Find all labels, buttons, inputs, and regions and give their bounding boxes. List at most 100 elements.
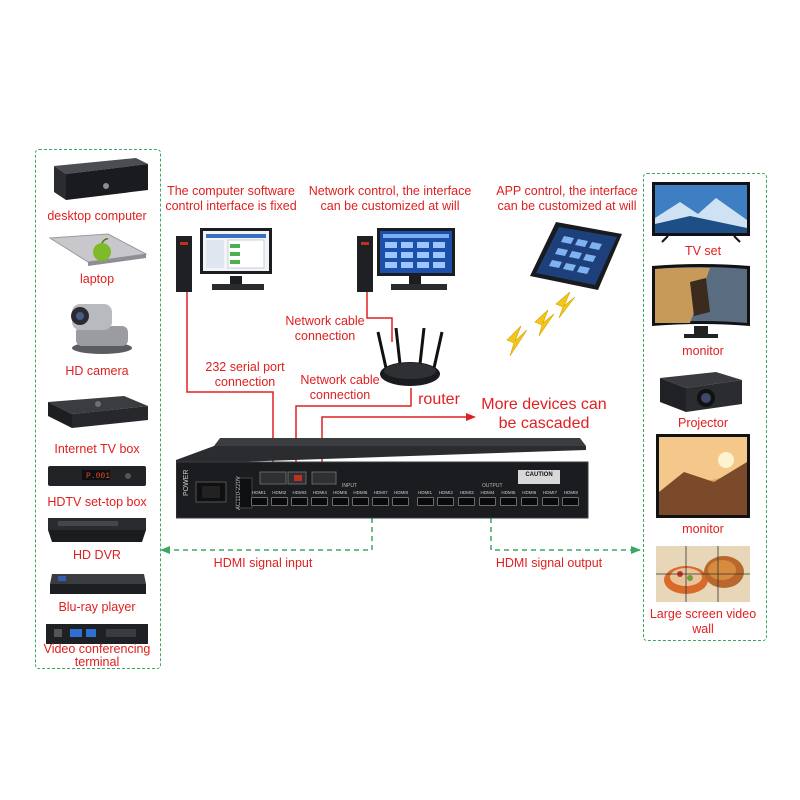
serial-cable-line bbox=[186, 292, 274, 470]
internet-tv-box-icon bbox=[48, 396, 148, 428]
wireless-bolt-1 bbox=[506, 325, 528, 357]
output-port-label: HDMI1 bbox=[417, 490, 432, 495]
input-port-label: HDMI2 bbox=[272, 490, 287, 495]
input-port-label: HDMI3 bbox=[292, 490, 307, 495]
desktop-computer-icon bbox=[54, 158, 148, 200]
input-port-6: HDMI6 bbox=[351, 490, 369, 510]
output-port-label: HDMI4 bbox=[480, 490, 495, 495]
cascade-label: More devices can be cascaded bbox=[481, 396, 607, 432]
source-label-set-top-box: HDTV set-top box bbox=[47, 495, 147, 509]
hdmi-socket-icon bbox=[311, 497, 329, 506]
software-control-label: The computer software control interface … bbox=[165, 184, 297, 213]
output-port-3: HDMI3 bbox=[458, 490, 476, 510]
app-control-label: APP control, the interface can be custom… bbox=[496, 184, 638, 213]
hdmi-socket-icon bbox=[372, 497, 390, 506]
display-label-monitor-1: monitor bbox=[682, 344, 724, 358]
display-devices-panel bbox=[643, 173, 767, 641]
router-icon bbox=[376, 328, 444, 386]
hdmi-socket-icon bbox=[437, 497, 455, 506]
hdmi-socket-icon bbox=[392, 497, 410, 506]
display-label-tv: TV set bbox=[684, 244, 722, 258]
hdmi-socket-icon bbox=[562, 497, 580, 506]
input-port-5: HDMI5 bbox=[331, 490, 349, 510]
output-port-label: HDMI2 bbox=[438, 490, 453, 495]
display-label-projector: Projector bbox=[677, 416, 729, 430]
hdmi-socket-icon bbox=[270, 497, 288, 506]
matrix-caution-label: CAUTION bbox=[525, 472, 553, 478]
output-port-2: HDMI2 bbox=[437, 490, 455, 510]
input-port-7: HDMI7 bbox=[372, 490, 390, 510]
hdmi-socket-icon bbox=[479, 497, 497, 506]
hdmi-socket-icon bbox=[250, 497, 268, 506]
hd-dvr-icon bbox=[48, 518, 146, 542]
matrix-output-ports: HDMI1 HDMI2 HDMI3 HDMI4 HDMI5 HDMI6 HDMI7 HDMI8 bbox=[416, 490, 580, 510]
wireless-bolt-2 bbox=[534, 309, 555, 337]
hdmi-socket-icon bbox=[331, 497, 349, 506]
hdmi-input-arrow bbox=[160, 546, 170, 554]
input-port-label: HDMI7 bbox=[373, 490, 388, 495]
hdmi-input-label: HDMI signal input bbox=[213, 556, 313, 570]
router-label: router bbox=[418, 391, 460, 408]
control-pc-2-icon bbox=[357, 228, 455, 292]
source-label-desktop: desktop computer bbox=[47, 209, 147, 223]
cascade-arrow bbox=[466, 413, 476, 421]
input-port-label: HDMI1 bbox=[251, 490, 266, 495]
input-port-label: HDMI5 bbox=[333, 490, 348, 495]
output-port-6: HDMI6 bbox=[520, 490, 538, 510]
input-port-8: HDMI8 bbox=[392, 490, 410, 510]
projector-icon bbox=[660, 372, 742, 412]
video-conferencing-terminal-icon bbox=[46, 624, 148, 644]
hdtv-set-top-box-icon: P.001 bbox=[48, 466, 146, 486]
hdmi-socket-icon bbox=[520, 497, 538, 506]
curved-monitor-icon bbox=[652, 264, 750, 338]
matrix-power-label: POWER bbox=[183, 469, 190, 496]
output-port-label: HDMI8 bbox=[563, 490, 578, 495]
serial-port-label: 232 serial port connection bbox=[205, 360, 285, 389]
blu-ray-player-icon bbox=[50, 574, 146, 594]
hdmi-output-line bbox=[490, 500, 640, 551]
input-port-label: HDMI6 bbox=[353, 490, 368, 495]
laptop-icon bbox=[48, 233, 148, 266]
hdmi-socket-icon bbox=[416, 497, 434, 506]
hdmi-socket-icon bbox=[499, 497, 517, 506]
hdmi-socket-icon bbox=[458, 497, 476, 506]
output-port-label: HDMI7 bbox=[543, 490, 558, 495]
output-port-label: HDMI3 bbox=[459, 490, 474, 495]
output-port-4: HDMI4 bbox=[479, 490, 497, 510]
source-devices-panel bbox=[35, 149, 161, 669]
network-cable-label-1: Network cable connection bbox=[285, 314, 365, 343]
hdmi-socket-icon bbox=[291, 497, 309, 506]
output-port-label: HDMI5 bbox=[501, 490, 516, 495]
hdmi-socket-icon bbox=[541, 497, 559, 506]
hdmi-output-label: HDMI signal output bbox=[495, 556, 603, 570]
svg-text:P.001: P.001 bbox=[86, 472, 110, 481]
control-tablet-icon bbox=[530, 222, 622, 290]
source-label-dvr: HD DVR bbox=[73, 548, 121, 562]
matrix-input-ports: HDMI1 HDMI2 HDMI3 HDMI4 HDMI5 HDMI6 HDMI7 HDMI8 bbox=[250, 490, 410, 510]
control-pc-1-icon bbox=[176, 228, 272, 292]
output-port-5: HDMI5 bbox=[499, 490, 517, 510]
output-port-8: HDMI8 bbox=[562, 490, 580, 510]
source-label-camera: HD camera bbox=[65, 364, 129, 378]
network-cable-label-2: Network cable connection bbox=[300, 373, 380, 402]
input-port-2: HDMI2 bbox=[270, 490, 288, 510]
pc-network-cable-line bbox=[366, 290, 393, 342]
source-label-laptop: laptop bbox=[79, 272, 115, 286]
hdmi-matrix-switcher bbox=[176, 438, 589, 519]
source-label-blu-ray: Blu-ray player bbox=[58, 600, 136, 614]
matrix-output-label: OUTPUT bbox=[482, 483, 503, 489]
wireless-bolt-3 bbox=[555, 291, 576, 319]
tv-set-icon bbox=[652, 182, 750, 243]
hdmi-input-line bbox=[160, 500, 373, 551]
input-port-label: HDMI4 bbox=[312, 490, 327, 495]
matrix-voltage-label: AC110-220V bbox=[236, 476, 242, 510]
source-label-conferencing: Video conferencing terminal bbox=[43, 642, 151, 669]
hdmi-output-arrow bbox=[631, 546, 641, 554]
hd-camera-icon bbox=[71, 304, 132, 354]
hdmi-socket-icon bbox=[351, 497, 369, 506]
source-label-tv-box: Internet TV box bbox=[54, 442, 140, 456]
input-port-4: HDMI4 bbox=[311, 490, 329, 510]
output-port-1: HDMI1 bbox=[416, 490, 434, 510]
display-label-monitor-2: monitor bbox=[682, 522, 724, 536]
output-port-label: HDMI6 bbox=[522, 490, 537, 495]
